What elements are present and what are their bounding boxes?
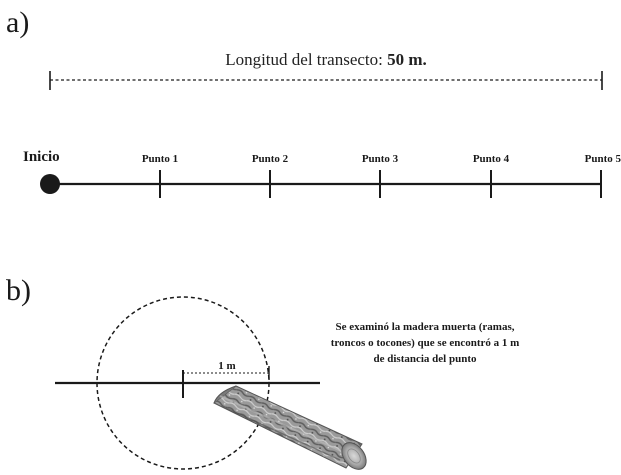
start-point-marker [40, 174, 60, 194]
note-line-3: de distancia del punto [374, 353, 477, 365]
panel-b: b) 1 m Se examinó la madera muerta (rama… [6, 274, 520, 470]
radius-dimension [183, 366, 270, 380]
panel-b-label: b) [6, 274, 31, 307]
transect-length-prefix: Longitud del transecto: [225, 50, 387, 69]
panel-a: a) Longitud del transecto: 50 m. Inicio … [6, 6, 621, 198]
radius-label: 1 m [218, 360, 235, 372]
point-5-label: Punto 5 [585, 153, 621, 165]
note-line-2: troncos o tocones) que se encontró a 1 m [331, 337, 520, 349]
point-2-label: Punto 2 [252, 153, 289, 165]
length-dimension-line [49, 71, 603, 90]
point-4-label: Punto 4 [473, 153, 510, 165]
transect-length-title: Longitud del transecto: 50 m. [225, 50, 427, 69]
panel-a-label: a) [6, 6, 29, 39]
point-3-label: Punto 3 [362, 153, 399, 165]
point-1-label: Punto 1 [142, 153, 178, 165]
note-line-1: Se examinó la madera muerta (ramas, [335, 321, 514, 333]
transect-length-value: 50 m. [387, 50, 427, 69]
start-label: Inicio [23, 149, 60, 165]
dead-wood-log-illustration [213, 385, 367, 470]
